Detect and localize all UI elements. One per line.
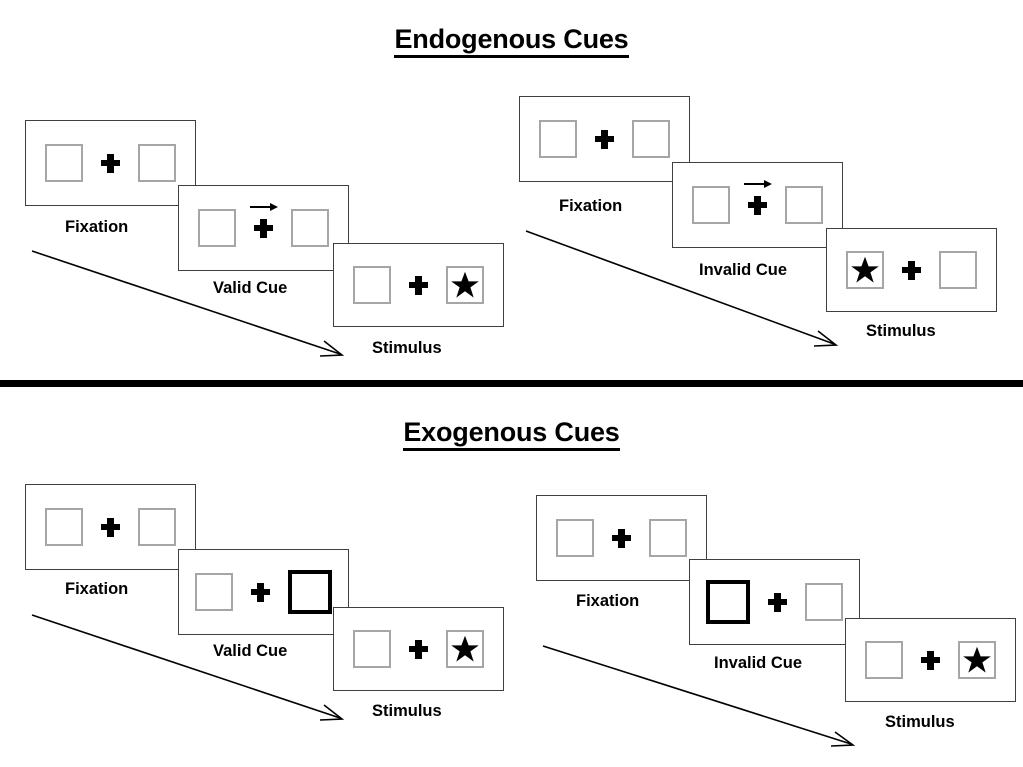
fixation-plus-icon <box>101 153 120 173</box>
star-icon <box>851 256 879 283</box>
box-right <box>785 186 823 224</box>
box-right-with-star <box>446 630 484 668</box>
panel-endogenous-invalid-cue[interactable] <box>672 162 843 248</box>
caption-exogenous-valid-stimulus: Stimulus <box>372 702 442 720</box>
section-title-exogenous: Exogenous Cues <box>0 417 1023 451</box>
box-left <box>353 630 391 668</box>
sequence-arrow-endogenous-valid <box>31 250 345 357</box>
fixation-plus-icon <box>768 592 787 612</box>
caption-endogenous-valid-stimulus: Stimulus <box>372 339 442 357</box>
panel-exogenous-valid-fixation[interactable] <box>25 484 196 570</box>
panel-endogenous-valid-cue[interactable] <box>178 185 349 271</box>
panel-endogenous-valid-stimulus[interactable] <box>333 243 504 327</box>
box-left <box>865 641 903 679</box>
box-left <box>45 508 83 546</box>
arrow-right-cue-icon <box>743 179 772 188</box>
star-icon <box>963 646 991 673</box>
box-right-with-star <box>958 641 996 679</box>
section-divider <box>0 380 1023 387</box>
box-left <box>556 519 594 557</box>
caption-exogenous-valid-cue: Valid Cue <box>213 642 288 660</box>
fixation-plus-icon <box>902 260 921 280</box>
box-right <box>649 519 687 557</box>
caption-exogenous-invalid-cue: Invalid Cue <box>714 654 803 672</box>
panel-exogenous-invalid-cue[interactable] <box>689 559 860 645</box>
fixation-plus-icon <box>249 202 278 238</box>
panel-endogenous-invalid-stimulus[interactable] <box>826 228 997 312</box>
panel-exogenous-valid-cue[interactable] <box>178 549 349 635</box>
box-left <box>539 120 577 158</box>
section-title-endogenous: Endogenous Cues <box>0 24 1023 58</box>
caption-endogenous-valid-cue: Valid Cue <box>213 279 288 297</box>
box-right <box>138 144 176 182</box>
panel-endogenous-valid-fixation[interactable] <box>25 120 196 206</box>
box-left <box>198 209 236 247</box>
caption-endogenous-invalid-fixation: Fixation <box>559 197 623 215</box>
star-icon <box>451 635 479 662</box>
caption-endogenous-invalid-cue: Invalid Cue <box>699 261 788 279</box>
panel-exogenous-invalid-stimulus[interactable] <box>845 618 1016 702</box>
section-title-exogenous-text: Exogenous Cues <box>403 417 620 451</box>
fixation-plus-icon <box>409 275 428 295</box>
panel-endogenous-invalid-fixation[interactable] <box>519 96 690 182</box>
caption-exogenous-invalid-fixation: Fixation <box>576 592 640 610</box>
box-right <box>805 583 843 621</box>
star-icon <box>451 271 479 298</box>
box-right <box>939 251 977 289</box>
box-right <box>632 120 670 158</box>
sequence-arrow-exogenous-valid <box>31 614 345 721</box>
fixation-plus-icon <box>409 639 428 659</box>
box-left <box>45 144 83 182</box>
box-left <box>353 266 391 304</box>
box-left <box>195 573 233 611</box>
box-left-with-star <box>846 251 884 289</box>
box-right-with-star <box>446 266 484 304</box>
fixation-plus-icon <box>921 650 940 670</box>
panel-exogenous-valid-stimulus[interactable] <box>333 607 504 691</box>
fixation-plus-icon <box>101 517 120 537</box>
box-right <box>291 209 329 247</box>
sequence-arrow-exogenous-invalid <box>542 645 856 747</box>
caption-exogenous-valid-fixation: Fixation <box>65 580 129 598</box>
box-right-flash-cue <box>288 570 332 614</box>
fixation-plus-icon <box>251 582 270 602</box>
section-title-endogenous-text: Endogenous Cues <box>394 24 629 58</box>
box-left-flash-cue <box>706 580 750 624</box>
fixation-plus-icon <box>595 129 614 149</box>
caption-exogenous-invalid-stimulus: Stimulus <box>885 713 955 731</box>
panel-exogenous-invalid-fixation[interactable] <box>536 495 707 581</box>
sequence-arrow-endogenous-invalid <box>525 230 839 347</box>
box-left <box>692 186 730 224</box>
fixation-plus-icon <box>743 179 772 215</box>
arrow-right-cue-icon <box>249 202 278 211</box>
box-right <box>138 508 176 546</box>
caption-endogenous-valid-fixation: Fixation <box>65 218 129 236</box>
caption-endogenous-invalid-stimulus: Stimulus <box>866 322 936 340</box>
fixation-plus-icon <box>612 528 631 548</box>
